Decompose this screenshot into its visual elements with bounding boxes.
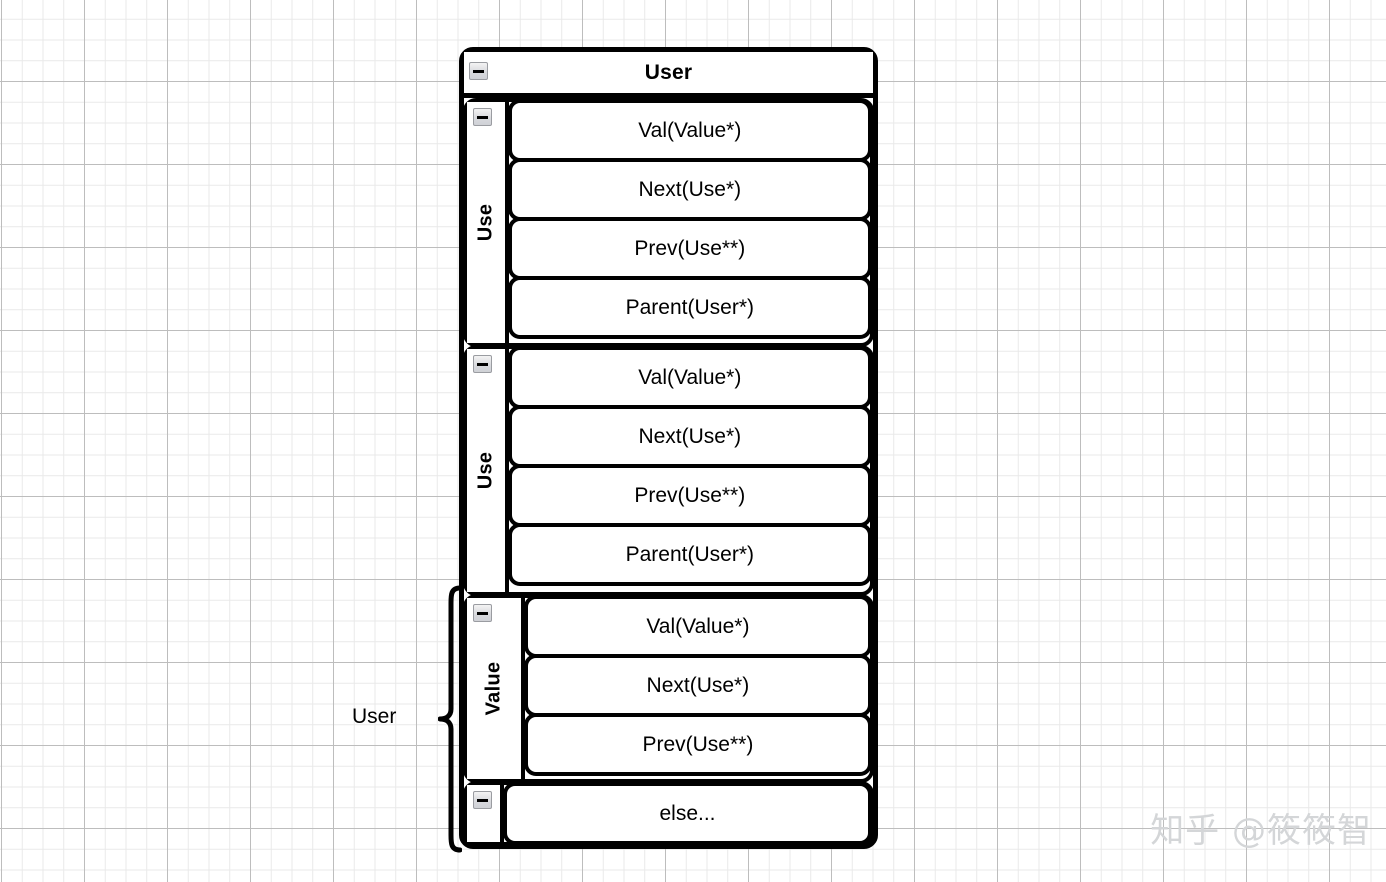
class-title-bar: User [464, 52, 873, 98]
minus-square-icon[interactable] [469, 62, 488, 80]
group-label: Use [474, 451, 497, 490]
class-diagram-user: User Use Val(Value*) Next(Use*) Prev(Use… [459, 47, 878, 849]
group-rows: Val(Value*) Next(Use*) Prev(Use**) Paren… [507, 346, 872, 592]
curly-brace-icon [438, 585, 462, 853]
field-label: Next(Use*) [638, 425, 742, 448]
class-field-row[interactable]: Prev(Use**) [507, 217, 872, 280]
watermark: 知乎 @筱筱智 [1150, 811, 1372, 851]
class-group-use-1: Use Val(Value*) Next(Use*) Prev(Use**) P… [463, 98, 874, 347]
class-field-row[interactable]: Parent(User*) [507, 276, 872, 339]
group-rows: Val(Value*) Next(Use*) Prev(Use**) [523, 595, 872, 779]
group-label: Use [474, 203, 497, 242]
class-field-row[interactable]: else... [503, 782, 872, 845]
group-rows: else... [503, 782, 872, 845]
minus-square-icon[interactable] [473, 791, 492, 809]
field-label: else... [659, 802, 716, 825]
field-label: Val(Value*) [638, 366, 742, 389]
class-field-row[interactable]: Val(Value*) [507, 346, 872, 409]
brace-annotation: User [352, 585, 462, 853]
minus-square-icon[interactable] [473, 355, 492, 373]
class-field-row[interactable]: Val(Value*) [523, 595, 872, 658]
class-groups: Use Val(Value*) Next(Use*) Prev(Use**) P… [463, 98, 874, 846]
class-field-row[interactable]: Val(Value*) [507, 99, 872, 162]
minus-square-icon[interactable] [473, 604, 492, 622]
class-field-row[interactable]: Next(Use*) [507, 158, 872, 221]
field-label: Prev(Use**) [634, 484, 746, 507]
group-rows: Val(Value*) Next(Use*) Prev(Use**) Paren… [507, 99, 872, 343]
group-label: Value [482, 661, 505, 716]
brace-label: User [352, 705, 397, 728]
field-label: Val(Value*) [638, 119, 742, 142]
field-label: Next(Use*) [638, 178, 742, 201]
field-label: Prev(Use**) [642, 733, 754, 756]
class-field-row[interactable]: Next(Use*) [523, 654, 872, 717]
field-label: Prev(Use**) [634, 237, 746, 260]
class-title: User [644, 60, 693, 84]
field-label: Parent(User*) [625, 296, 754, 319]
class-group-value: Value Val(Value*) Next(Use*) Prev(Use**) [463, 594, 874, 783]
field-label: Parent(User*) [625, 543, 754, 566]
class-field-row[interactable]: Parent(User*) [507, 523, 872, 586]
class-field-row[interactable]: Next(Use*) [507, 405, 872, 468]
class-field-row[interactable]: Prev(Use**) [507, 464, 872, 527]
minus-square-icon[interactable] [473, 108, 492, 126]
group-label-column: Use [467, 349, 509, 592]
group-label-column: Use [467, 102, 509, 343]
group-label-column [467, 785, 504, 842]
group-label-column: Value [467, 598, 525, 779]
field-label: Next(Use*) [646, 674, 750, 697]
class-group-use-2: Use Val(Value*) Next(Use*) Prev(Use**) P… [463, 345, 874, 596]
class-field-row[interactable]: Prev(Use**) [523, 713, 872, 776]
field-label: Val(Value*) [646, 615, 750, 638]
class-group-else: else... [463, 781, 874, 846]
